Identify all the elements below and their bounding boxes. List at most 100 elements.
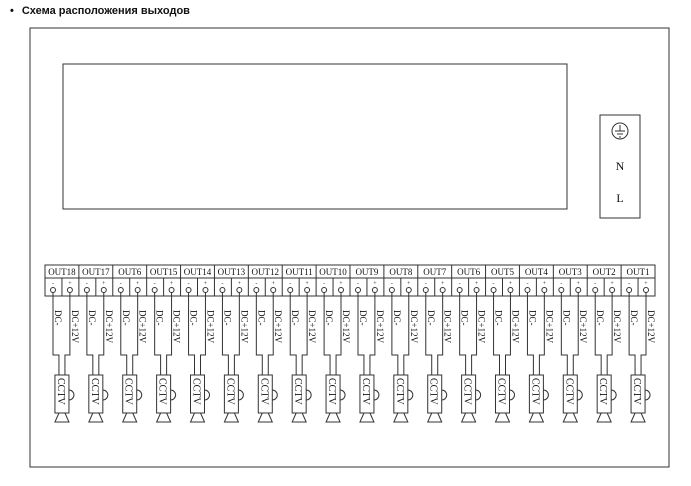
- wire-pos-label: DC+12V: [104, 310, 114, 344]
- wire-pos-label: DC+12V: [646, 310, 656, 344]
- terminal-sign: -: [255, 281, 257, 287]
- wire-neg-label: DC-: [358, 310, 368, 326]
- terminal-screw-icon: [575, 287, 582, 293]
- terminal-screw-icon: [355, 287, 361, 293]
- camera-label: CCTV: [89, 378, 100, 405]
- terminal-screw-icon: [185, 287, 192, 293]
- output-label: OUT7: [423, 267, 446, 277]
- terminal-screw-icon: [253, 287, 260, 293]
- cable: [188, 292, 206, 375]
- terminal-screw-icon: [643, 287, 649, 293]
- wire-neg-label: DC-: [324, 310, 334, 326]
- wire-neg-label: DC-: [595, 310, 605, 326]
- terminal-sign: +: [577, 281, 581, 287]
- wire-pos-label: DC+12V: [172, 310, 182, 344]
- neutral-label: N: [616, 159, 625, 173]
- terminal-sign: +: [407, 281, 411, 287]
- terminal-screw-icon: [117, 287, 124, 293]
- camera-label: CCTV: [326, 378, 337, 405]
- output-label: OUT18: [48, 267, 76, 277]
- cctv-camera-icon: CCTV: [189, 374, 210, 423]
- section-title: Схема расположения выходов: [10, 5, 190, 17]
- camera-label: CCTV: [462, 378, 473, 405]
- wire-pos-label: DC+12V: [307, 310, 317, 344]
- cctv-camera-icon: CCTV: [257, 374, 278, 423]
- terminal-sign: +: [272, 281, 276, 287]
- power-terminal-box: [599, 114, 641, 219]
- cable: [459, 292, 478, 375]
- wire-neg-label: DC-: [155, 310, 165, 326]
- output-label: OUT2: [593, 267, 616, 277]
- terminal-sign: +: [610, 281, 614, 287]
- wire-pos-label: DC+12V: [443, 310, 453, 344]
- wire-pos-label: DC+12V: [612, 310, 622, 344]
- wire-neg-label: DC-: [494, 310, 504, 326]
- terminal-sign: +: [305, 281, 309, 287]
- terminal-sign: -: [52, 281, 54, 287]
- terminal-sign: -: [323, 281, 325, 287]
- camera-label: CCTV: [529, 378, 540, 405]
- wire-pos-label: DC+12V: [409, 310, 419, 344]
- terminal-screw-icon: [66, 287, 73, 293]
- terminal-screw-icon: [134, 287, 141, 293]
- cable: [52, 292, 71, 375]
- terminal-screw-icon: [151, 287, 158, 293]
- terminal-sign: -: [154, 281, 156, 287]
- wire-neg-label: DC-: [527, 310, 537, 326]
- terminal-sign: -: [289, 281, 291, 287]
- terminal-sign: +: [102, 281, 106, 287]
- terminal-screw-icon: [405, 287, 412, 293]
- cable: [560, 292, 579, 375]
- wire-neg-label: DC-: [87, 310, 97, 326]
- wire-neg-label: DC-: [561, 310, 571, 326]
- wire-pos-label: DC+12V: [578, 310, 588, 344]
- wire-pos-label: DC+12V: [341, 310, 351, 344]
- terminal-screw-icon: [50, 287, 56, 293]
- cable: [255, 292, 274, 375]
- cctv-camera-icon: CCTV: [562, 374, 583, 423]
- cable: [120, 292, 139, 375]
- wire-neg-label: DC-: [290, 310, 300, 326]
- wire-neg-label: DC-: [53, 310, 63, 326]
- output-label: OUT11: [286, 267, 313, 277]
- cable: [86, 292, 105, 375]
- output-label: OUT4: [525, 267, 548, 277]
- wire-pos-label: DC+12V: [239, 310, 249, 344]
- live-label: L: [616, 191, 623, 205]
- terminal-sign: +: [204, 281, 208, 287]
- cable: [323, 292, 342, 375]
- wire-neg-label: DC-: [121, 310, 131, 326]
- terminal-sign: +: [136, 281, 140, 287]
- output-label: OUT9: [355, 267, 378, 277]
- ground-icon: [611, 122, 629, 140]
- terminal-screw-icon: [371, 287, 378, 293]
- display-panel: [62, 63, 568, 210]
- camera-label: CCTV: [394, 378, 405, 405]
- terminal-screw-icon: [473, 287, 480, 293]
- wire-pos-label: DC+12V: [544, 310, 554, 344]
- terminal-screw-icon: [388, 287, 395, 293]
- cctv-camera-icon: CCTV: [528, 374, 549, 423]
- camera-label: CCTV: [428, 378, 439, 405]
- terminal-sign: -: [120, 281, 122, 287]
- output-label: OUT17: [82, 267, 110, 277]
- terminal-sign: -: [425, 281, 427, 287]
- terminal-sign: +: [373, 281, 377, 287]
- cable: [526, 292, 545, 375]
- terminal-screw-icon: [338, 287, 344, 293]
- terminal-sign: +: [509, 281, 513, 287]
- output-label: OUT8: [389, 267, 412, 277]
- terminal-sign: -: [526, 281, 528, 287]
- terminal-screw-icon: [100, 287, 107, 293]
- terminal-sign: -: [493, 281, 495, 287]
- terminal-sign: +: [475, 281, 479, 287]
- wire-pos-label: DC+12V: [70, 310, 80, 344]
- output-label: OUT6: [118, 267, 141, 277]
